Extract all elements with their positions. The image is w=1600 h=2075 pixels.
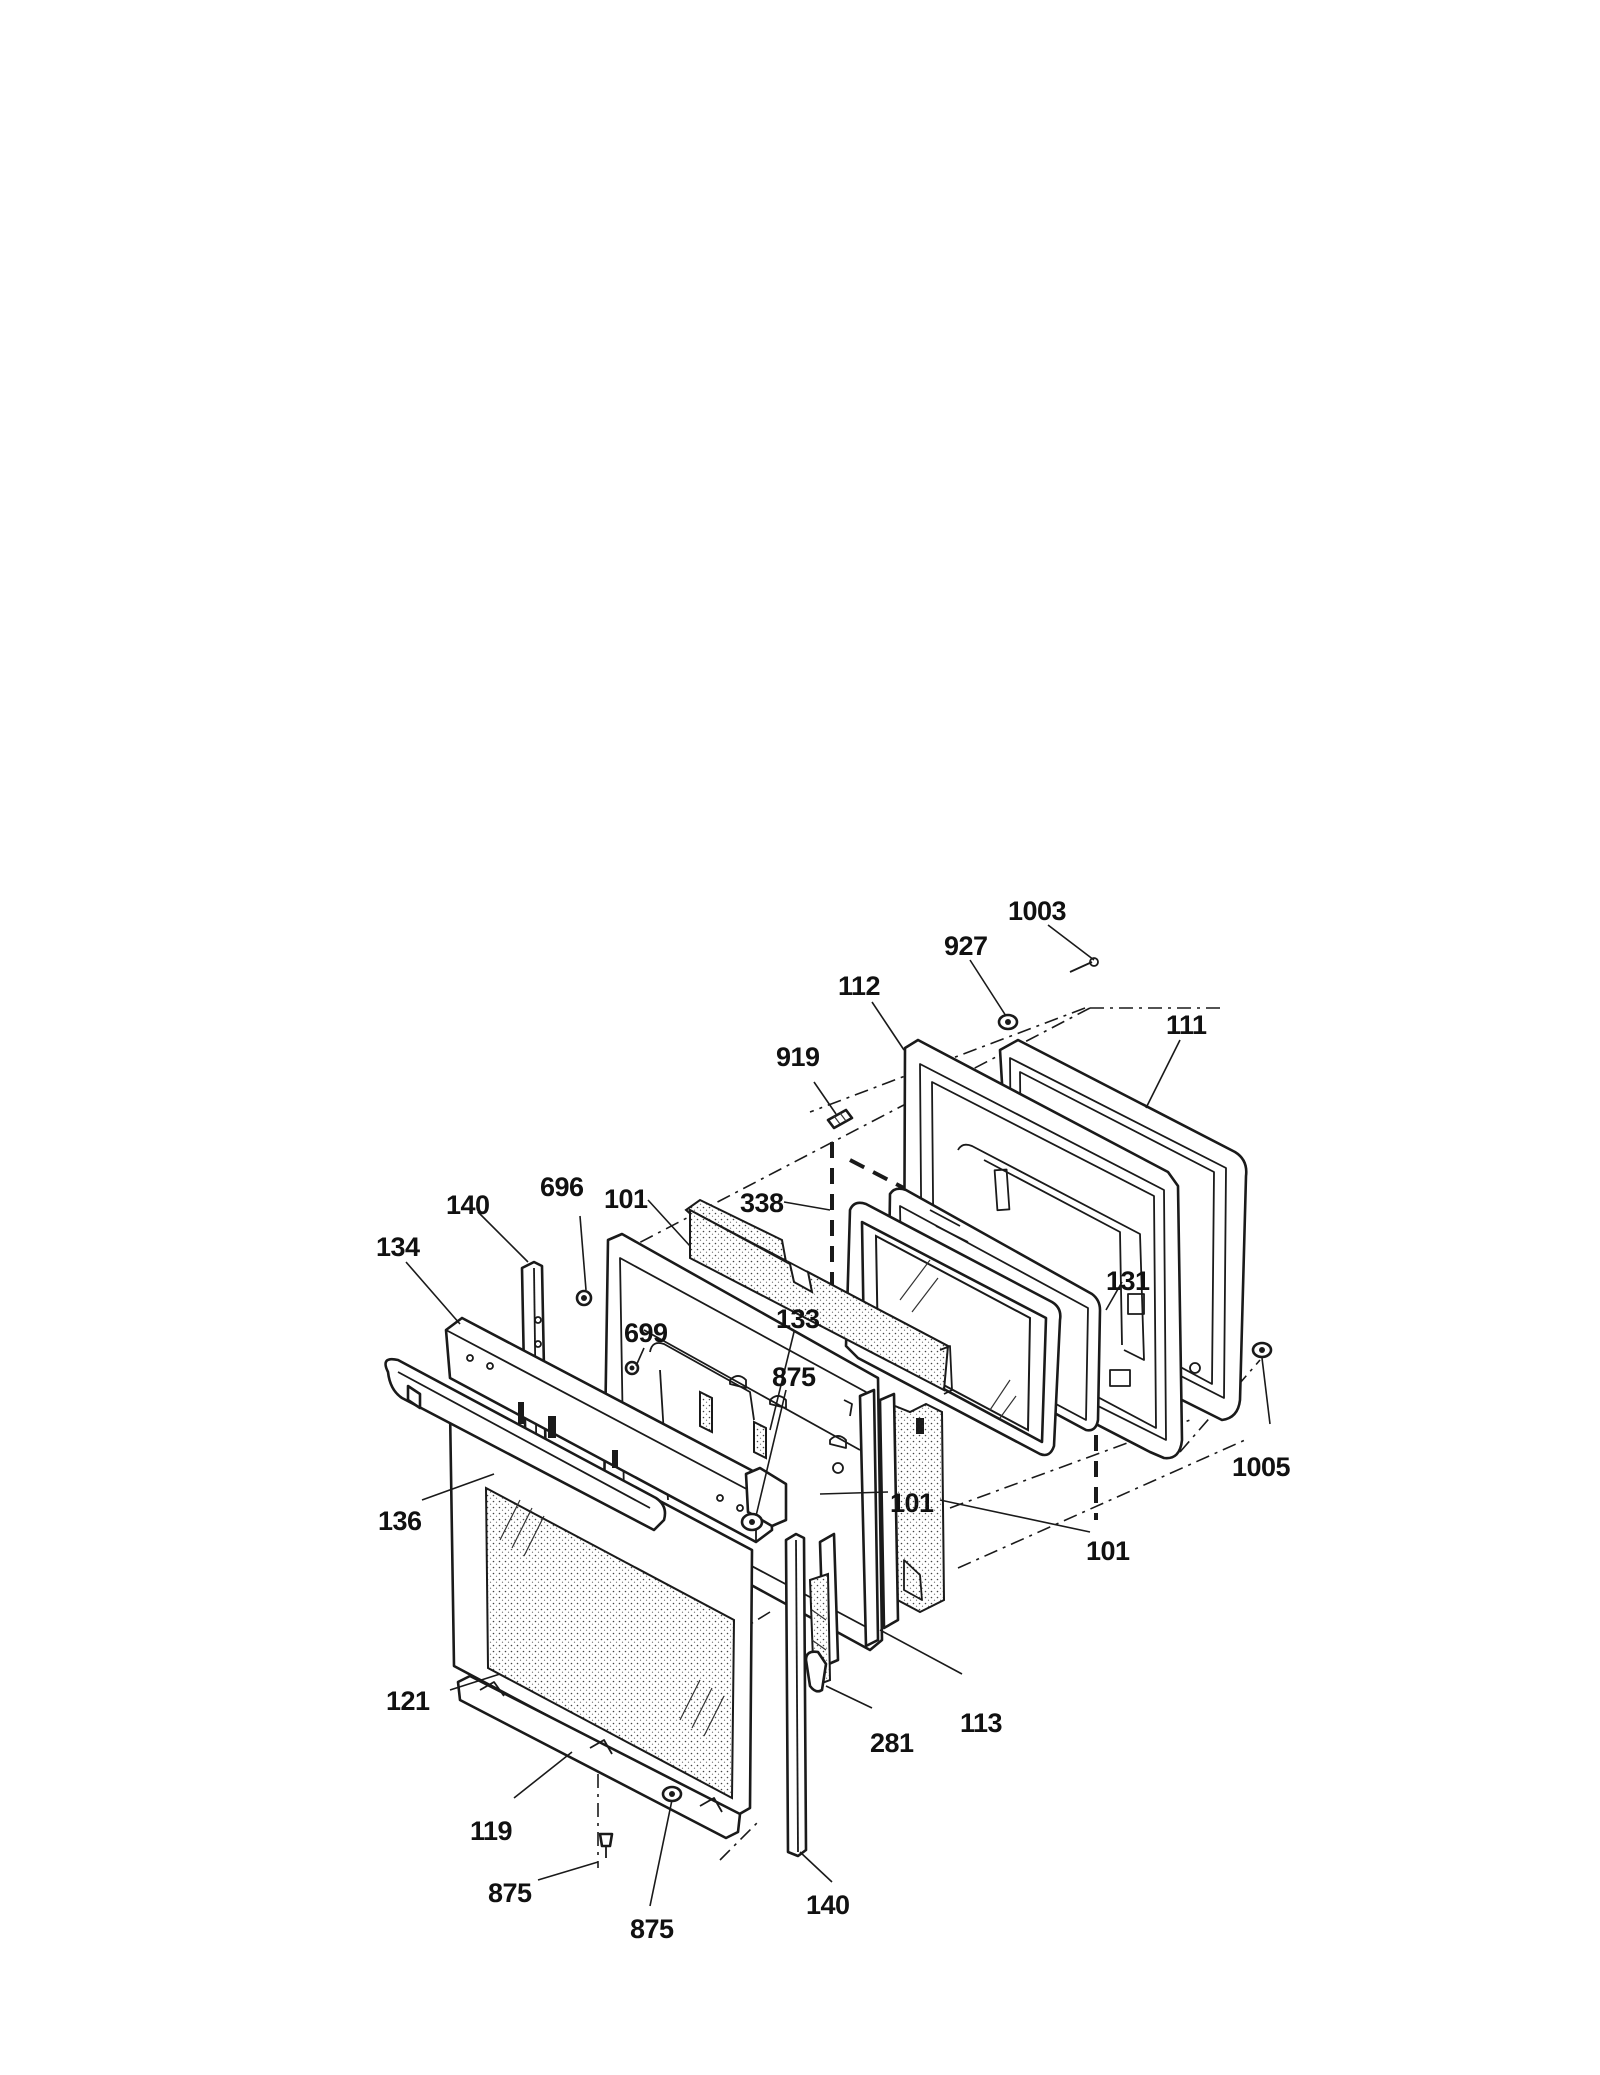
part-281-hinge [804, 1532, 840, 1693]
label-101-top: 101 [604, 1184, 648, 1214]
label-136: 136 [378, 1506, 422, 1536]
label-134: 134 [376, 1232, 420, 1262]
screw-696 [575, 1289, 593, 1307]
screw-875-bottom-right [661, 1785, 683, 1803]
screw-1003 [1069, 957, 1099, 973]
screw-699 [624, 1360, 640, 1376]
part-101-side-insulation [858, 1388, 946, 1648]
label-101-mid: 101 [890, 1488, 934, 1518]
screw-875-bottom-left [598, 1832, 614, 1858]
label-1003: 1003 [1008, 896, 1067, 926]
label-699: 699 [624, 1318, 668, 1348]
part-136-door-handle [384, 1357, 667, 1532]
pin-919 [826, 1108, 854, 1130]
label-281: 281 [870, 1728, 914, 1758]
part-338-window-glass [844, 1201, 1062, 1457]
label-927: 927 [944, 931, 988, 961]
label-101-right: 101 [1086, 1536, 1130, 1566]
label-696: 696 [540, 1172, 584, 1202]
label-119: 119 [470, 1816, 513, 1846]
part-140-right-rail [784, 1532, 808, 1858]
label-875-hinge: 875 [772, 1362, 816, 1392]
screw-875-hinge [740, 1512, 764, 1532]
label-140-bottom: 140 [806, 1890, 850, 1920]
label-121: 121 [386, 1686, 430, 1716]
label-1005: 1005 [1232, 1452, 1291, 1482]
label-919: 919 [776, 1042, 820, 1072]
label-133: 133 [776, 1304, 820, 1334]
part-101-insulation [684, 1198, 953, 1395]
label-113: 113 [960, 1708, 1003, 1738]
screw-1005 [1251, 1341, 1273, 1359]
part-134-top-trim [444, 1316, 788, 1544]
washer-927 [997, 1013, 1019, 1031]
label-875-bottom: 875 [630, 1914, 674, 1944]
part-labels: 1003 927 112 111 919 338 131 696 101 140… [376, 896, 1291, 1944]
leader-lines [405, 924, 1271, 1907]
label-140-top: 140 [446, 1190, 490, 1220]
label-131: 131 [1106, 1266, 1150, 1296]
label-111: 111 [1166, 1010, 1207, 1040]
part-121-outer-door-glass [448, 1396, 754, 1818]
label-338: 338 [740, 1188, 784, 1218]
label-112: 112 [838, 971, 880, 1001]
label-875-left: 875 [488, 1878, 532, 1908]
